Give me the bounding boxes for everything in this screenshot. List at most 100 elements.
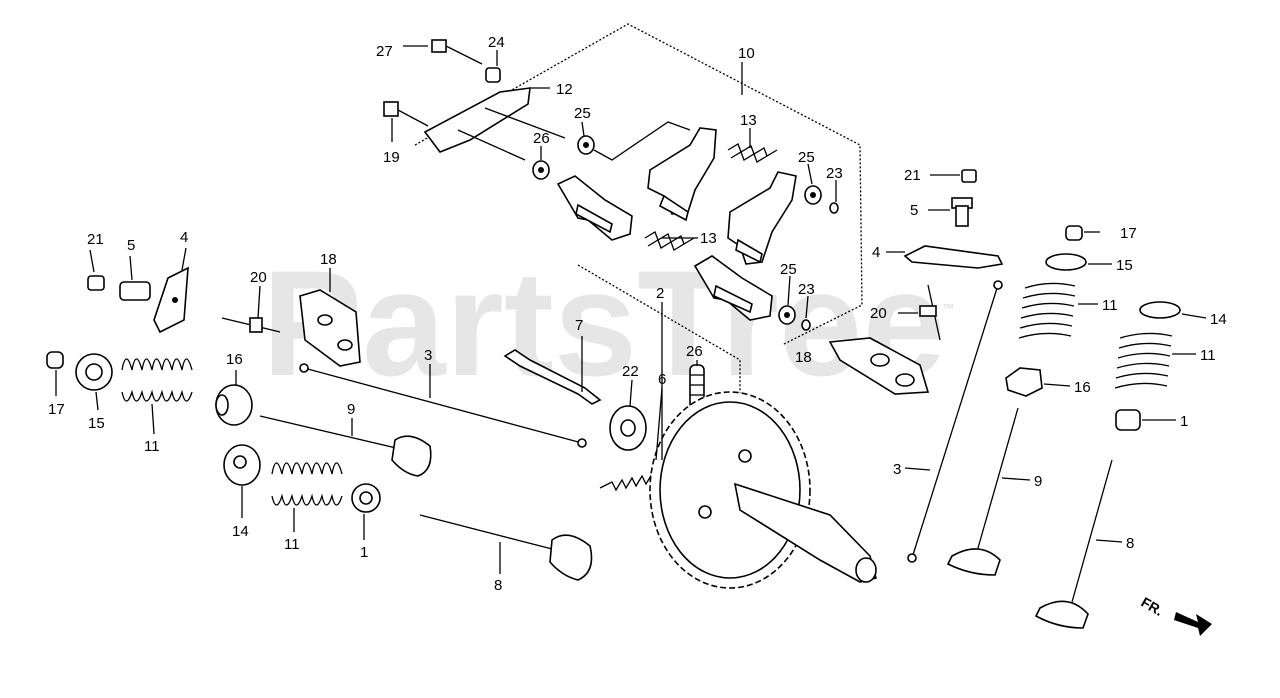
callout-11-right-a: 11 bbox=[1102, 297, 1118, 314]
callout-14-left: 14 bbox=[232, 523, 249, 540]
callout-11-right-b: 11 bbox=[1200, 347, 1216, 364]
stud-20-left bbox=[221, 317, 281, 333]
callout-11-left-a: 11 bbox=[144, 438, 160, 455]
callout-3-right: 3 bbox=[893, 461, 901, 478]
callout-24: 24 bbox=[488, 34, 505, 51]
fr-label: FR. bbox=[1139, 594, 1167, 619]
pivot-5-right bbox=[928, 197, 973, 227]
rocker-4-right bbox=[886, 245, 1004, 269]
cap-17-right bbox=[1065, 225, 1083, 241]
valve-9-right bbox=[946, 407, 1019, 576]
callout-25a: 25 bbox=[574, 105, 591, 122]
retainer-14-right bbox=[1139, 301, 1181, 319]
rocker-arm-b bbox=[647, 127, 717, 222]
callout-23a: 23 bbox=[826, 165, 843, 182]
callout-8-right: 8 bbox=[1126, 535, 1134, 552]
leader-lines bbox=[55, 62, 1207, 574]
bolt-19 bbox=[383, 101, 429, 142]
seal-16-left bbox=[215, 384, 253, 426]
callout-10: 10 bbox=[738, 45, 755, 62]
callout-2: 2 bbox=[656, 285, 664, 302]
callout-9-right: 9 bbox=[1034, 473, 1042, 490]
retainer-14-left bbox=[223, 444, 261, 486]
nut-21-right bbox=[930, 169, 977, 183]
callout-3-left: 3 bbox=[424, 347, 432, 364]
camshaft-gear-2 bbox=[649, 391, 877, 589]
washer-25b bbox=[804, 185, 822, 205]
washer-22 bbox=[609, 405, 647, 451]
callout-21-left: 21 bbox=[87, 231, 104, 248]
spring-11-left-a bbox=[121, 358, 193, 402]
spring-11-left-b bbox=[271, 462, 343, 506]
washer-26 bbox=[532, 160, 550, 180]
valve-9-left bbox=[259, 415, 432, 477]
clip-23a bbox=[829, 202, 839, 214]
callout-26-center: 26 bbox=[686, 343, 703, 360]
valve-8-left bbox=[419, 514, 593, 581]
washer-25c bbox=[778, 305, 796, 325]
callout-21-right: 21 bbox=[904, 167, 921, 184]
callout-9-left: 9 bbox=[347, 401, 355, 418]
callout-12: 12 bbox=[556, 81, 573, 98]
callout-4-left: 4 bbox=[180, 229, 188, 246]
callout-18-right: 18 bbox=[795, 349, 812, 366]
seal-16-right bbox=[1005, 367, 1043, 397]
pushrod-3-left bbox=[299, 363, 587, 448]
callout-26: 26 bbox=[533, 130, 550, 147]
lever-7 bbox=[503, 349, 602, 405]
guide-plate-18-left bbox=[299, 289, 361, 367]
callout-1-left: 1 bbox=[360, 544, 368, 561]
callout-20-left: 20 bbox=[250, 269, 267, 286]
callout-1-right: 1 bbox=[1180, 413, 1188, 430]
callout-16-right: 16 bbox=[1074, 379, 1091, 396]
pivot-5-left bbox=[119, 281, 151, 301]
stud-20-right bbox=[898, 284, 941, 341]
callout-23b: 23 bbox=[798, 281, 815, 298]
retainer-15-left bbox=[75, 353, 113, 391]
rocker-arm-a bbox=[556, 175, 633, 241]
callout-11-left-b: 11 bbox=[284, 536, 300, 553]
callout-6: 6 bbox=[658, 371, 666, 388]
nut-24 bbox=[485, 50, 501, 83]
callout-20-right: 20 bbox=[870, 305, 887, 322]
callout-22: 22 bbox=[622, 363, 639, 380]
callout-labels: 27 24 12 10 19 25 26 13 25 23 13 25 23 2… bbox=[48, 34, 1227, 594]
callout-19: 19 bbox=[383, 149, 400, 166]
callout-8-left: 8 bbox=[494, 577, 502, 594]
watermark-trademark: ™ bbox=[942, 301, 954, 315]
spring-13a bbox=[727, 143, 778, 163]
rocker-4-left bbox=[153, 266, 189, 334]
callout-17-left: 17 bbox=[48, 401, 65, 418]
callout-15-left: 15 bbox=[88, 415, 105, 432]
spring-11-right-b bbox=[1114, 332, 1173, 389]
front-direction-arrow: FR. bbox=[1139, 594, 1212, 636]
collet-1-left bbox=[351, 483, 381, 513]
clip-23b bbox=[801, 319, 811, 331]
washer-25a bbox=[577, 121, 691, 161]
callout-4-right: 4 bbox=[872, 244, 880, 261]
watermark-text: PartsTree bbox=[262, 239, 946, 407]
callout-13a: 13 bbox=[740, 112, 757, 129]
callout-5-right: 5 bbox=[910, 202, 918, 219]
callout-16-left: 16 bbox=[226, 351, 243, 368]
callout-25c: 25 bbox=[780, 261, 797, 278]
valve-8-right bbox=[1034, 459, 1113, 629]
callout-5-left: 5 bbox=[127, 237, 135, 254]
nut-21-left bbox=[87, 275, 105, 291]
callout-14-right: 14 bbox=[1210, 311, 1227, 328]
cap-17-left bbox=[46, 351, 64, 369]
callout-27: 27 bbox=[376, 43, 393, 60]
rocker-assembly-outline bbox=[414, 23, 863, 346]
rocker-shaft-holder-12 bbox=[423, 87, 566, 161]
callout-7: 7 bbox=[575, 317, 583, 334]
callout-15-right: 15 bbox=[1116, 257, 1133, 274]
callout-18-left: 18 bbox=[320, 251, 337, 268]
rocker-arm-c bbox=[727, 171, 797, 265]
callout-25b: 25 bbox=[798, 149, 815, 166]
guide-plate-18-right bbox=[828, 337, 930, 395]
rocker-arm-d bbox=[693, 255, 773, 321]
spring-6 bbox=[599, 473, 653, 492]
pushrod-3-right bbox=[907, 280, 1003, 563]
